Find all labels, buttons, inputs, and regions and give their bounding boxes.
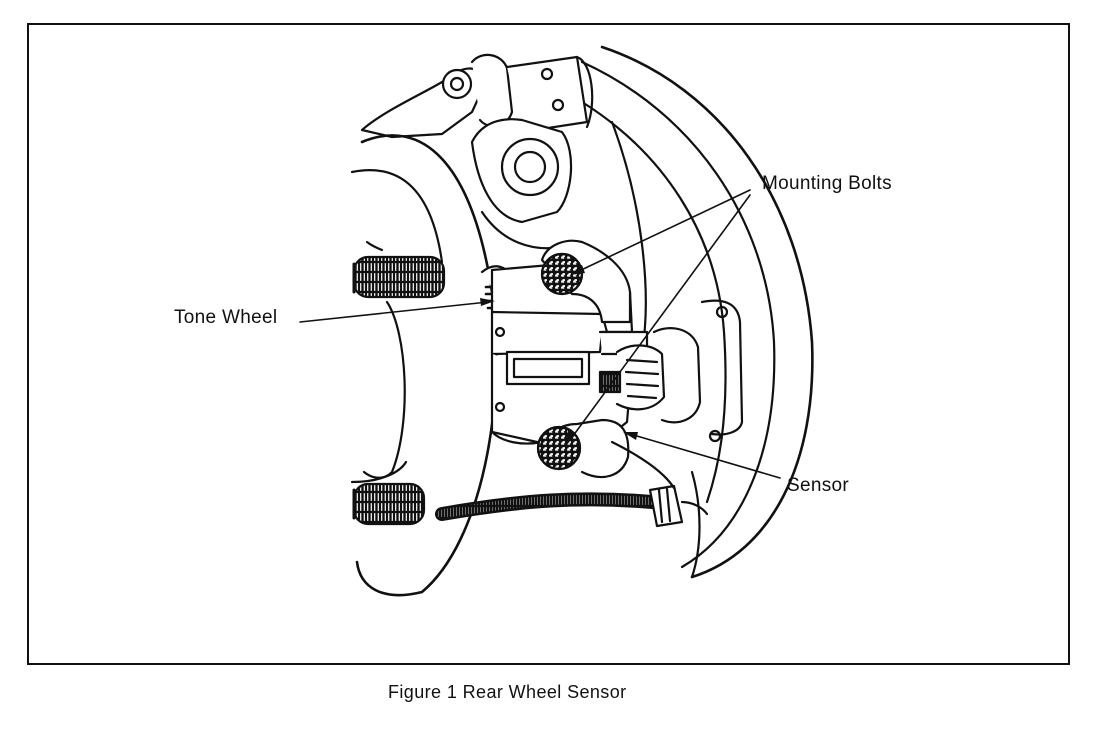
mounting-bolts-leader-lower <box>569 194 751 441</box>
mounting-bolts-leader-upper <box>576 189 751 273</box>
leader-arrowheads <box>480 265 638 446</box>
callout-mounting-bolts: Mounting Bolts <box>762 173 892 194</box>
arrowhead-lower-bolt <box>566 430 575 446</box>
backing-plate <box>580 45 814 579</box>
leader-lines <box>299 189 781 479</box>
wheel-studs <box>352 240 446 526</box>
sensor-connector <box>598 327 702 424</box>
mounting-bolts <box>536 239 632 479</box>
hub-drum <box>350 134 498 597</box>
rear-wheel-sensor-illustration <box>299 45 814 597</box>
sensor-harness <box>435 440 709 528</box>
arrowhead-tone-wheel <box>480 298 495 306</box>
callout-sensor: Sensor <box>787 475 850 496</box>
callout-tone-wheel: Tone Wheel <box>174 307 278 328</box>
figure-frame: Mounting Bolts Tone Wheel Sensor <box>27 23 1070 665</box>
figure-caption: Figure 1 Rear Wheel Sensor <box>388 682 627 702</box>
sensor-leader <box>629 433 781 479</box>
caliper-bracket <box>360 53 594 250</box>
arrowhead-upper-bolt <box>570 265 585 275</box>
arrowhead-sensor <box>623 432 638 440</box>
tone-wheel-leader <box>299 301 489 323</box>
